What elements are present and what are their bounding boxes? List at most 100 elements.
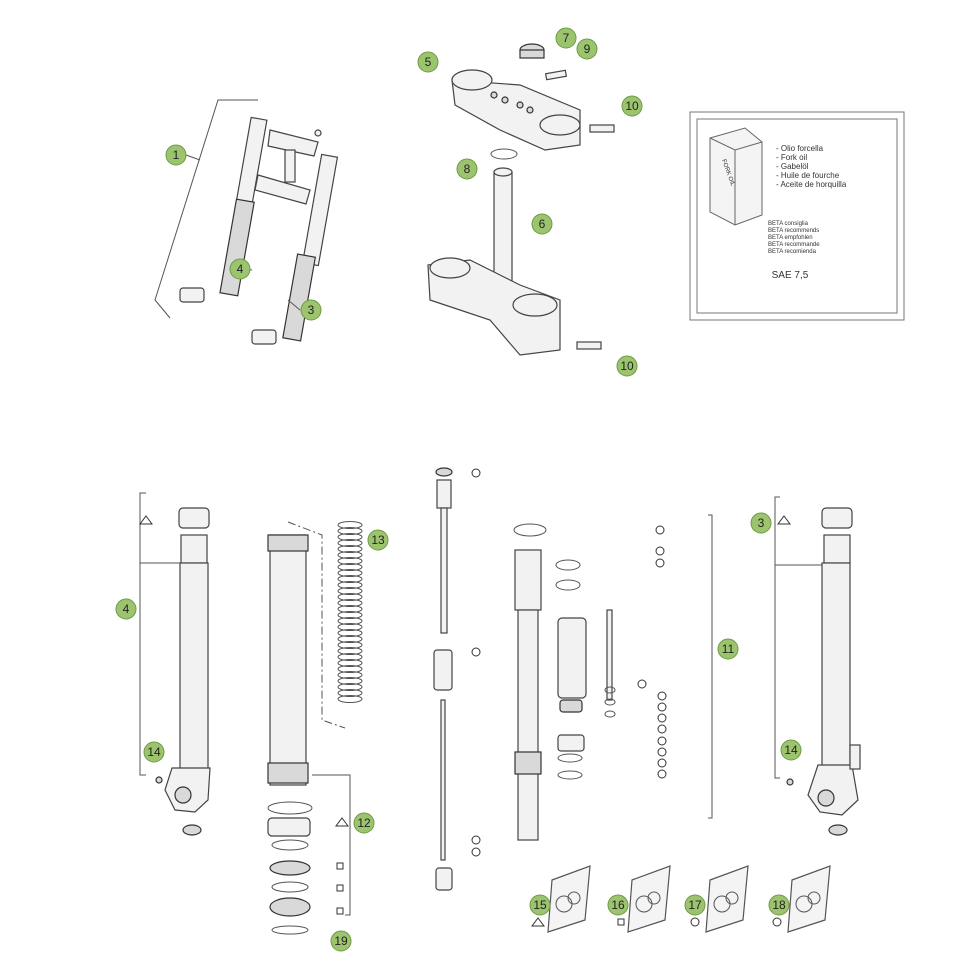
- shim: [604, 686, 616, 694]
- spring-coil: [337, 623, 363, 631]
- spring-coil: [337, 599, 363, 607]
- spring-coil: [337, 581, 363, 589]
- valve-shims: [604, 686, 616, 718]
- fork-oil-box: FORK OIL - Olio forcella - Fork oil - Ga…: [689, 111, 905, 321]
- callout-13: 12: [353, 812, 375, 834]
- ring-marker: [657, 769, 667, 779]
- spring-coil: [337, 611, 363, 619]
- spring-coil: [337, 587, 363, 595]
- spring-coils: [337, 521, 363, 703]
- oil-spec: SAE 7,5: [772, 270, 809, 281]
- spring-coil: [337, 629, 363, 637]
- callout-21: 18: [768, 894, 790, 916]
- kit-bag: [787, 865, 831, 933]
- shim: [604, 710, 616, 718]
- callout-16: 3: [750, 512, 772, 534]
- callout-label: 1: [173, 148, 180, 162]
- kit-bag: [705, 865, 749, 933]
- ring-marker: [657, 691, 667, 701]
- recommends-2: BETA empfohlen: [768, 235, 813, 241]
- callout-3: 5: [417, 51, 439, 73]
- spring-coil: [337, 659, 363, 667]
- callout-9: 10: [616, 355, 638, 377]
- callout-label: 17: [688, 898, 702, 912]
- callout-12: 13: [367, 529, 389, 551]
- oil-name-3: - Huile de fourche: [776, 171, 840, 180]
- spring-coil: [337, 671, 363, 679]
- callout-0: 1: [165, 144, 187, 166]
- callout-4: 7: [555, 27, 577, 49]
- ring-markers: [637, 525, 667, 779]
- callout-17: 14: [780, 739, 802, 761]
- spring-coil: [337, 539, 363, 547]
- spring-coil: [337, 695, 363, 703]
- ring-marker: [655, 558, 665, 568]
- oil-name-2: - Gabelöl: [776, 162, 809, 171]
- spring-coil: [337, 545, 363, 553]
- callout-label: 19: [334, 934, 348, 948]
- callout-label: 8: [464, 162, 471, 176]
- callout-label: 14: [147, 745, 161, 759]
- callout-label: 7: [563, 31, 570, 45]
- callout-label: 6: [539, 217, 546, 231]
- spring-coil: [337, 677, 363, 685]
- oil-name-0: - Olio forcella: [776, 144, 824, 153]
- ring-marker: [657, 724, 667, 734]
- leg-right-exploded: [774, 496, 861, 836]
- callout-label: 3: [308, 303, 315, 317]
- kit-bag: [627, 865, 671, 933]
- cartridge-exploded: [513, 514, 713, 841]
- recommends-0: BETA consiglia: [768, 221, 809, 227]
- callout-label: 11: [722, 642, 735, 656]
- callout-1: 4: [229, 258, 251, 280]
- ring-marker: [657, 702, 667, 712]
- oil-name-1: - Fork oil: [776, 153, 807, 162]
- spring-coil: [337, 527, 363, 535]
- callout-label: 15: [533, 898, 547, 912]
- spring-coil: [337, 665, 363, 673]
- recommends-3: BETA recommande: [768, 242, 820, 248]
- spring-coil: [337, 533, 363, 541]
- triple-clamp-assembly: [427, 43, 615, 356]
- callout-label: 10: [620, 359, 634, 373]
- spring-coil: [337, 653, 363, 661]
- callout-19: 16: [607, 894, 629, 916]
- callout-label: 14: [784, 743, 798, 757]
- callout-label: 4: [237, 262, 244, 276]
- callout-label: 9: [584, 42, 591, 56]
- callout-5: 9: [576, 38, 598, 60]
- recommends-1: BETA recommends: [768, 228, 819, 234]
- callout-label: 16: [611, 898, 625, 912]
- spring-coil: [337, 647, 363, 655]
- spring-coil: [337, 557, 363, 565]
- ring-marker: [637, 679, 647, 689]
- callout-11: 14: [143, 741, 165, 763]
- spring-coil: [337, 617, 363, 625]
- callout-2: 3: [300, 299, 322, 321]
- callout-6: 10: [621, 95, 643, 117]
- ring-marker: [657, 713, 667, 723]
- callout-label: 13: [371, 533, 385, 547]
- spring-coil: [337, 635, 363, 643]
- callout-18: 15: [529, 894, 551, 916]
- callout-15: 11: [717, 638, 739, 660]
- callout-label: 5: [425, 55, 432, 69]
- recommends-4: BETA recomienda: [768, 249, 817, 255]
- spring-coil: [337, 575, 363, 583]
- seal-kit-bags: [547, 865, 831, 933]
- fork-assembly-overview: [154, 99, 339, 345]
- spring-coil: [337, 563, 363, 571]
- spring-coil: [337, 605, 363, 613]
- ring-marker: [657, 758, 667, 768]
- callout-20: 17: [684, 894, 706, 916]
- callout-label: 4: [123, 602, 130, 616]
- callout-8: 6: [531, 213, 553, 235]
- spring-coil: [337, 521, 363, 529]
- callout-label: 12: [357, 816, 371, 830]
- callout-7: 8: [456, 158, 478, 180]
- spring-coil: [337, 569, 363, 577]
- leg-left-exploded: [139, 492, 211, 836]
